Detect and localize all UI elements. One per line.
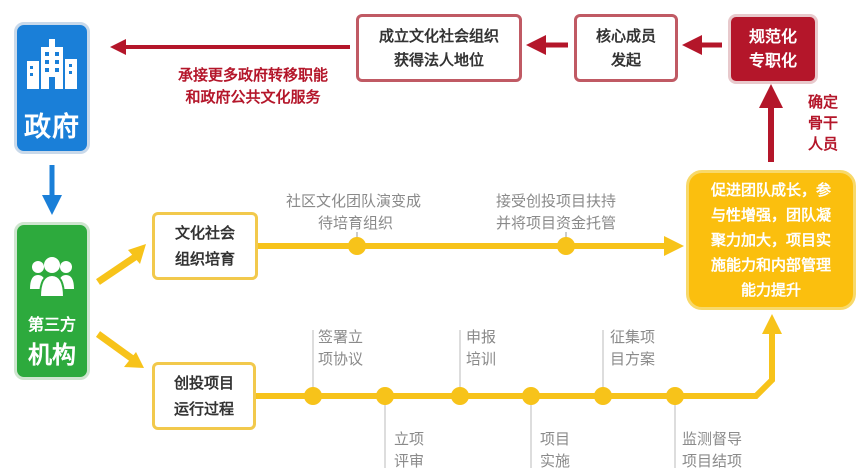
result-line2: 与性增强，团队凝 <box>710 205 831 224</box>
step2-line1: 接受创投项目扶持 <box>496 192 617 210</box>
cultivation-line1: 文化社会 <box>174 224 235 242</box>
venture-node-2 <box>376 387 394 405</box>
venture-line1: 创投项目 <box>173 374 234 392</box>
arrow-third-to-cultivation <box>96 252 140 285</box>
venture-upper-label-3: 征集项 目方案 <box>610 326 655 370</box>
gov-caption-line1: 承接更多政府转移职能 <box>177 66 328 84</box>
result-box: 促进团队成长，参 与性增强，团队凝 聚力加大，项目实 施能力和内部管理 能力提升 <box>686 170 856 310</box>
venture-line2: 运行过程 <box>173 400 234 418</box>
lower2-line1: 项目 <box>540 430 571 448</box>
lower1-line2: 评审 <box>394 452 425 470</box>
cultivation-step2-label: 接受创投项目扶持 并将项目资金托管 <box>496 190 646 234</box>
arrowhead-to-result <box>664 236 684 256</box>
step1-node <box>348 237 366 255</box>
venture-lower-label-3: 监测督导 项目结项 <box>682 428 742 472</box>
lower3-line2: 项目结项 <box>682 452 743 470</box>
arrowhead-venture-up <box>762 314 782 334</box>
step2-line2: 并将项目资金托管 <box>496 214 617 232</box>
standardize-line1: 规范化 <box>748 27 797 46</box>
third-party-box: 第三方 机构 <box>14 222 90 380</box>
cultivation-line2: 组织培育 <box>174 250 235 268</box>
third-party-label-line2: 机构 <box>28 341 76 369</box>
upper3-line2: 目方案 <box>610 350 656 368</box>
standardize-box: 规范化 专职化 <box>728 14 818 84</box>
establish-line1: 成立文化社会组织 <box>378 27 499 45</box>
government-box: 政府 <box>14 22 90 154</box>
step2-node <box>557 237 575 255</box>
venture-lower-label-2: 项目 实施 <box>540 428 570 472</box>
building-icon <box>27 39 77 89</box>
step1-line1: 社区文化团队演变成 <box>286 192 422 210</box>
gov-caption-line2: 和政府公共文化服务 <box>185 88 321 106</box>
core-line2: 发起 <box>610 51 641 69</box>
upper2-line1: 申报 <box>466 328 497 346</box>
venture-node-3 <box>451 387 469 405</box>
confirm-line3: 人员 <box>807 135 838 153</box>
venture-lower-label-1: 立项 评审 <box>394 428 424 472</box>
step1-line2: 待培育组织 <box>318 214 394 232</box>
government-arrow-caption: 承接更多政府转移职能 和政府公共文化服务 <box>158 64 348 108</box>
confirm-line1: 确定 <box>807 93 838 111</box>
third-party-label-line1: 第三方 <box>27 315 76 334</box>
core-line1: 核心成员 <box>595 27 656 45</box>
government-label: 政府 <box>24 112 80 143</box>
result-line4: 施能力和内部管理 <box>710 255 831 274</box>
lower3-line1: 监测督导 <box>682 430 743 448</box>
standardize-line2: 专职化 <box>748 51 797 70</box>
upper3-line1: 征集项 <box>610 328 656 346</box>
venture-upper-label-1: 签署立 项协议 <box>318 326 363 370</box>
cultivation-step1-label: 社区文化团队演变成 待培育组织 <box>284 190 444 234</box>
arrow-third-to-venture <box>95 331 137 363</box>
venture-node-4 <box>522 387 540 405</box>
people-icon <box>30 257 74 298</box>
result-line5: 能力提升 <box>740 280 801 299</box>
cultivation-box: 文化社会 组织培育 <box>152 212 258 280</box>
venture-node-1 <box>304 387 322 405</box>
confirm-core-members-caption: 确定 骨干 人员 <box>806 92 840 155</box>
result-line3: 聚力加大，项目实 <box>710 230 831 249</box>
upper2-line2: 培训 <box>466 350 497 368</box>
venture-node-6 <box>666 387 684 405</box>
confirm-line2: 骨干 <box>807 114 838 132</box>
venture-node-5 <box>594 387 612 405</box>
establish-line2: 获得法人地位 <box>393 51 484 69</box>
lower1-line1: 立项 <box>394 430 425 448</box>
venture-box: 创投项目 运行过程 <box>152 362 256 430</box>
venture-timeline <box>256 332 775 399</box>
arrowhead-venture <box>124 352 144 368</box>
establish-organization-box: 成立文化社会组织 获得法人地位 <box>356 14 522 82</box>
upper1-line1: 签署立 <box>318 328 364 346</box>
core-members-box: 核心成员 发起 <box>574 14 678 82</box>
result-line1: 促进团队成长，参 <box>710 180 831 199</box>
lower2-line2: 实施 <box>540 452 571 470</box>
upper1-line2: 项协议 <box>318 350 364 368</box>
arrowhead-cultivation <box>128 244 146 264</box>
venture-upper-label-2: 申报 培训 <box>466 326 496 370</box>
